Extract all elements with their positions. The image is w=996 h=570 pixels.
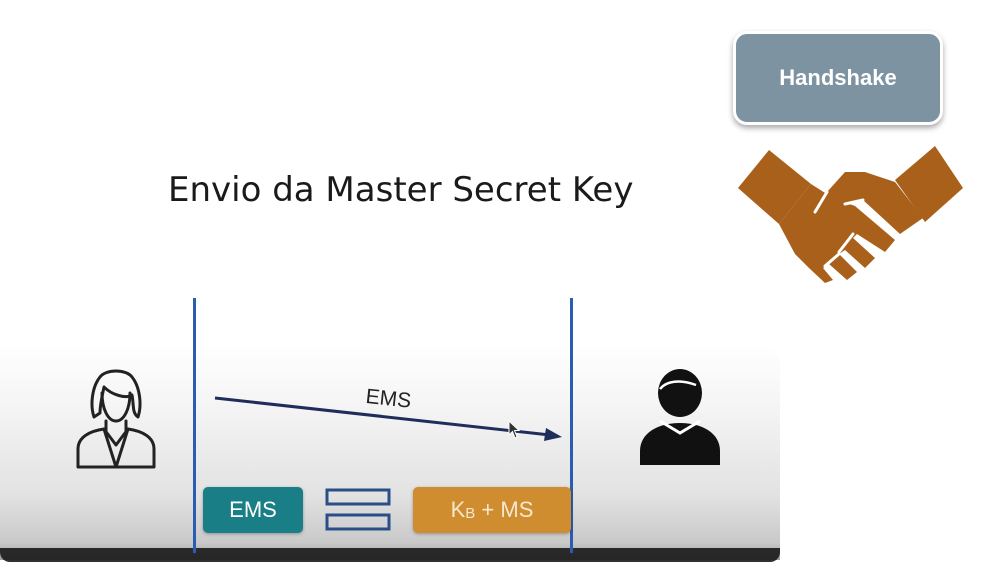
band-bottom-shadow [0, 548, 780, 562]
ems-chip: EMS [203, 487, 303, 533]
sender-lifeline [193, 298, 196, 553]
equals-icon [325, 488, 391, 531]
woman-user-icon [76, 369, 156, 469]
kb-main-letter: K [450, 497, 466, 522]
handshake-label: Handshake [779, 65, 897, 90]
arrow-label: EMS [364, 385, 413, 413]
handshake-icon [738, 146, 963, 283]
kb-rest-text: + MS [475, 497, 534, 522]
man-user-icon [640, 369, 720, 465]
receiver-lifeline [570, 298, 573, 553]
slide-title: Envio da Master Secret Key [168, 170, 634, 210]
mouse-cursor-icon [508, 420, 521, 439]
message-arrow [214, 396, 562, 441]
kb-subscript: B [465, 504, 476, 522]
handshake-box: Handshake [733, 31, 943, 125]
ems-chip-label: EMS [229, 497, 277, 522]
